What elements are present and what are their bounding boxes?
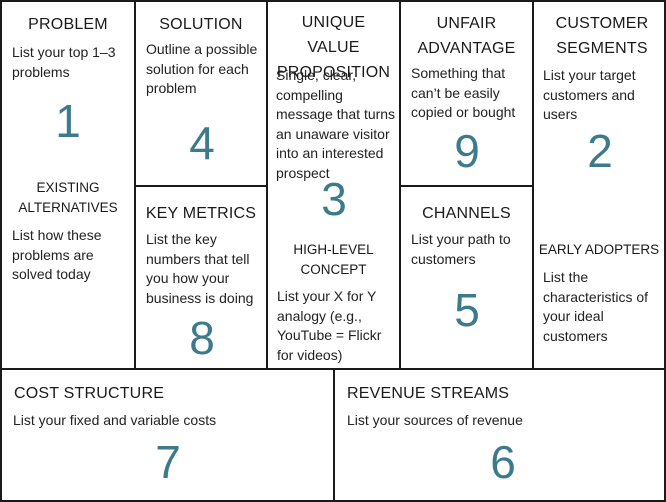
- solution-description: Outline a possible solution for each pro…: [146, 41, 258, 96]
- cost-structure-description: List your fixed and variable costs: [13, 412, 217, 428]
- unique-value-proposition-block: UNIQUE VALUE PROPOSITION Single, clear, …: [266, 0, 401, 370]
- key-metrics-title: KEY METRICS: [145, 205, 257, 222]
- uvp-title: UNIQUE VALUE PROPOSITION: [276, 14, 391, 81]
- unfair-advantage-number: 9: [454, 125, 480, 177]
- early-adopters-title: EARLY ADOPTERS: [538, 242, 660, 257]
- cost-structure-title: COST STRUCTURE: [14, 385, 165, 402]
- existing-alternatives-title: EXISTING ALTERNATIVES: [18, 180, 118, 215]
- key-metrics-number: 8: [189, 312, 215, 364]
- solution-title: SOLUTION: [159, 16, 243, 33]
- early-adopters-description: List the characteristics of your ideal c…: [543, 269, 649, 344]
- key-metrics-description: List the key numbers that tell you how y…: [146, 231, 254, 306]
- customer-segments-number: 2: [587, 125, 613, 177]
- high-level-concept-title: HIGH-LEVEL CONCEPT: [293, 242, 374, 277]
- uvp-number: 3: [321, 173, 347, 225]
- unfair-advantage-block: UNFAIR ADVANTAGE Something that can’t be…: [399, 0, 534, 187]
- problem-title: PROBLEM: [28, 16, 108, 33]
- customer-segments-description: List your target customers and users: [543, 67, 636, 122]
- unfair-advantage-description: Something that can’t be easily copied or…: [411, 65, 516, 120]
- channels-block: CHANNELS List your path to customers 5: [399, 185, 534, 370]
- problem-number: 1: [55, 95, 81, 147]
- cost-structure-block: COST STRUCTURE List your fixed and varia…: [0, 368, 335, 502]
- revenue-streams-block: REVENUE STREAMS List your sources of rev…: [333, 368, 666, 502]
- problem-description: List your top 1–3 problems: [12, 44, 116, 80]
- revenue-streams-number: 6: [490, 436, 516, 488]
- key-metrics-block: KEY METRICS List the key numbers that te…: [134, 185, 268, 370]
- revenue-streams-description: List your sources of revenue: [347, 412, 523, 428]
- solution-block: SOLUTION Outline a possible solution for…: [134, 0, 268, 187]
- unfair-advantage-title: UNFAIR ADVANTAGE: [417, 15, 516, 57]
- channels-description: List your path to customers: [411, 231, 511, 267]
- channels-number: 5: [454, 284, 480, 336]
- customer-segments-title: CUSTOMER SEGMENTS: [555, 15, 649, 57]
- problem-block: PROBLEM List your top 1–3 problems 1 EXI…: [0, 0, 136, 370]
- revenue-streams-title: REVENUE STREAMS: [347, 385, 510, 402]
- existing-alternatives-description: List how these problems are solved today: [12, 227, 102, 282]
- solution-number: 4: [189, 117, 215, 169]
- channels-title: CHANNELS: [422, 205, 511, 222]
- cost-structure-number: 7: [155, 436, 181, 488]
- high-level-concept-description: List your X for Y analogy (e.g., YouTube…: [277, 288, 382, 363]
- customer-segments-block: CUSTOMER SEGMENTS List your target custo…: [532, 0, 666, 370]
- uvp-description: Single, clear, compelling message that t…: [276, 67, 396, 181]
